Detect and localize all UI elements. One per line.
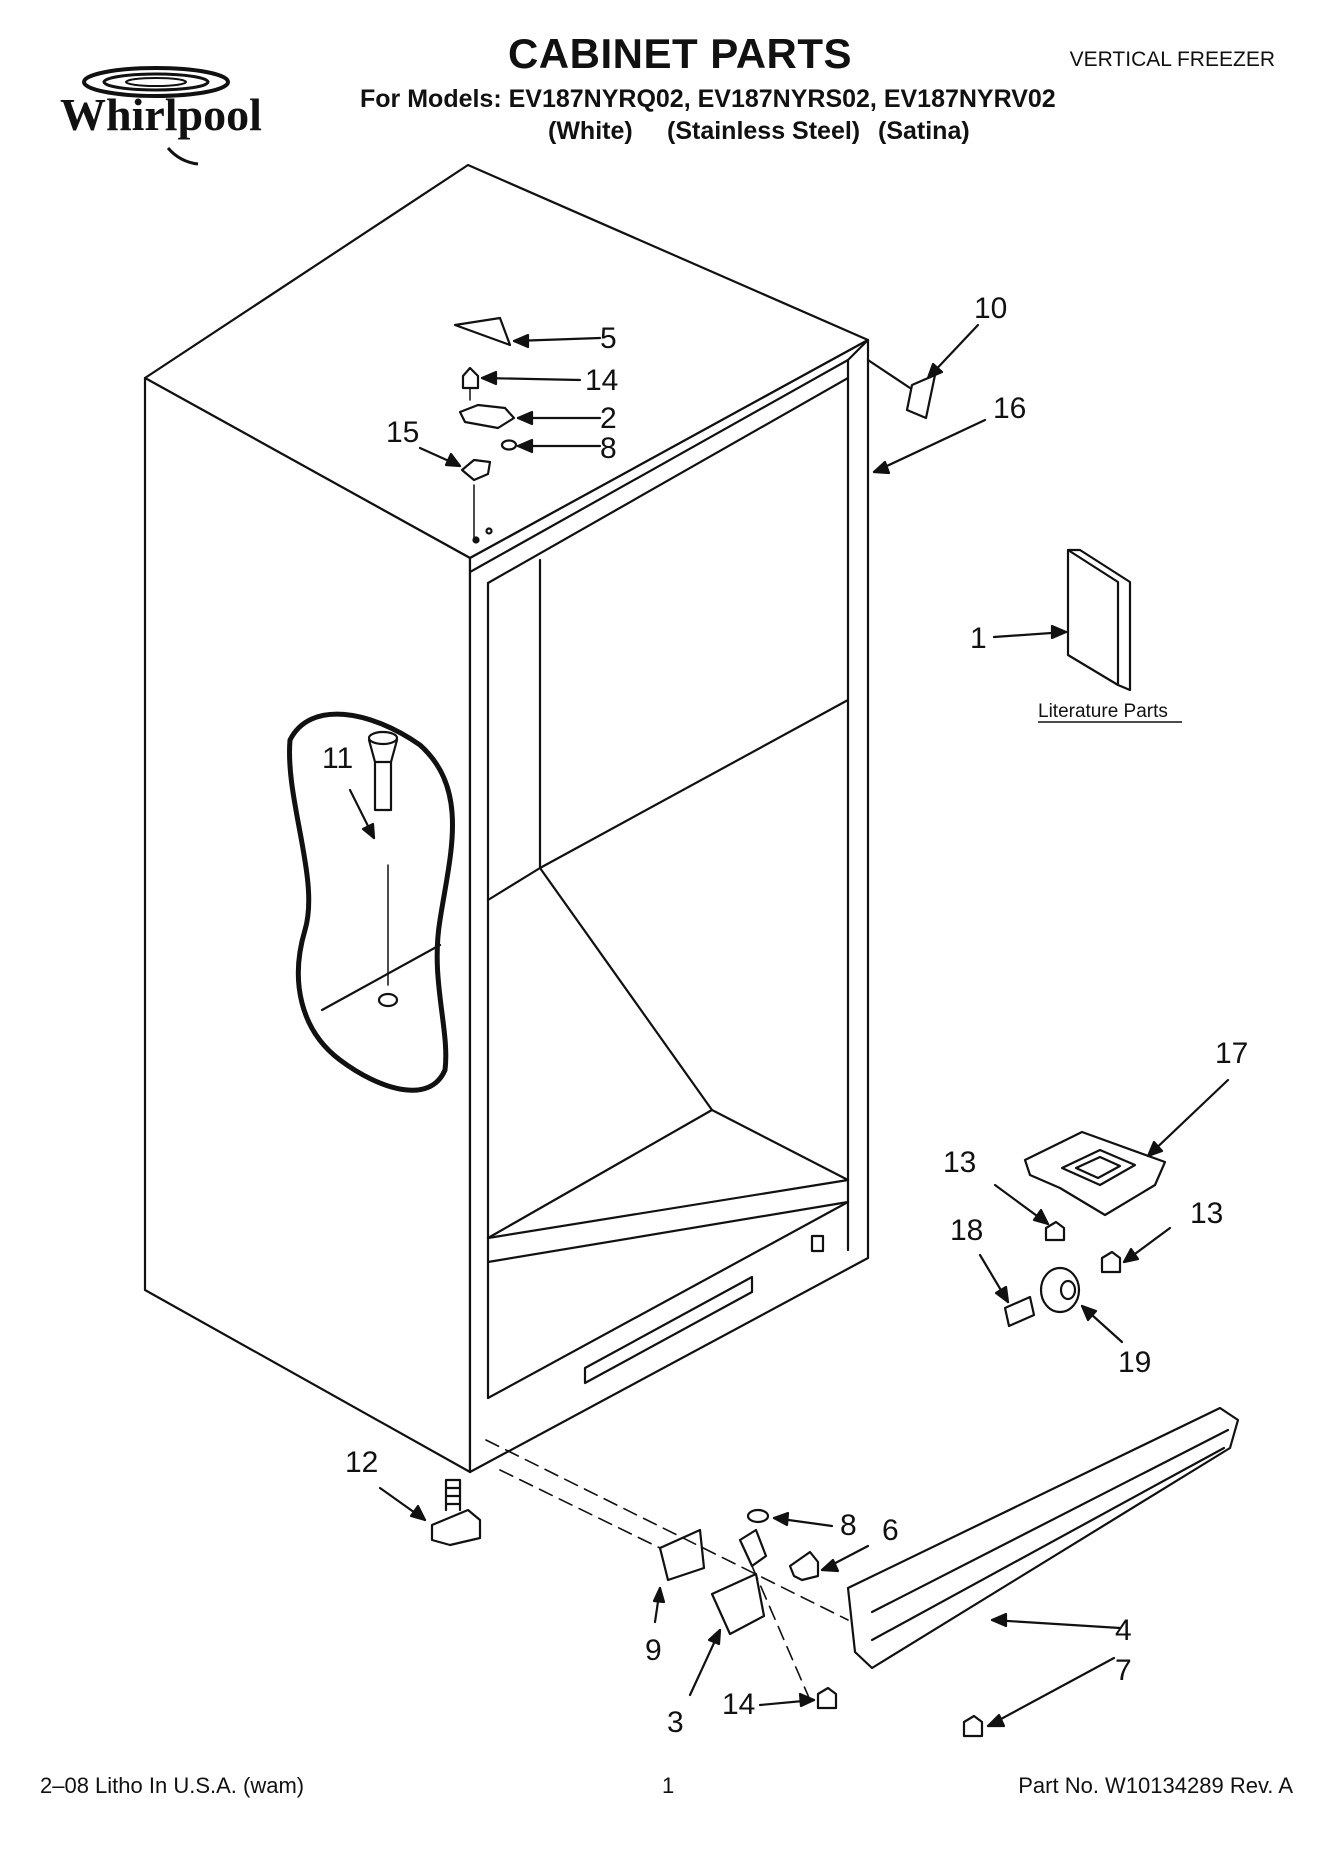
callout-9: 9 [645, 1634, 662, 1667]
callout-3: 3 [667, 1706, 684, 1739]
callout-5: 5 [600, 322, 617, 355]
variant-stainless: (Stainless Steel) [667, 117, 861, 145]
footer-page-number: 1 [662, 1773, 675, 1798]
callout-8-top: 8 [600, 432, 617, 465]
callout-8-bottom: 8 [840, 1509, 857, 1542]
callout-16: 16 [993, 392, 1026, 425]
part-16-leader [866, 358, 912, 390]
callout-14-bottom: 14 [722, 1688, 755, 1721]
callout-numbers: 5 14 2 8 15 10 16 1 11 12 17 13 13 18 19… [322, 292, 1248, 1739]
variant-satina: (Satina) [878, 117, 970, 145]
bottom-hinge-bracket [1023, 1130, 1167, 1274]
page-title: CABINET PARTS [507, 30, 853, 77]
callout-4: 4 [1115, 1614, 1132, 1647]
part-10-clip [905, 373, 937, 420]
models-line: For Models: EV187NYRQ02, EV187NYRS02, EV… [360, 85, 1056, 113]
footer-part-number: Part No. W10134289 Rev. A [1018, 1773, 1293, 1798]
literature-booklet [1066, 548, 1132, 692]
callout-13-left: 13 [943, 1146, 976, 1179]
callout-13-right: 13 [1190, 1197, 1223, 1230]
callout-18: 18 [950, 1214, 983, 1247]
callout-2: 2 [600, 402, 617, 435]
callout-14-top: 14 [585, 364, 618, 397]
callout-1: 1 [970, 622, 987, 655]
callout-6: 6 [882, 1514, 899, 1547]
top-hinge-parts [453, 316, 518, 541]
literature-parts-label: Literature Parts [1038, 701, 1168, 722]
leveling-leg [430, 1478, 482, 1547]
callout-12: 12 [345, 1446, 378, 1479]
bushing-parts [1003, 1266, 1081, 1328]
assembly-dashed-lines [485, 1439, 849, 1701]
leader-arrows [348, 323, 1230, 1728]
callout-17: 17 [1215, 1037, 1248, 1070]
cabinet-body [143, 163, 870, 1474]
callout-7: 7 [1115, 1654, 1132, 1687]
variant-white: (White) [548, 117, 633, 145]
callout-15: 15 [386, 416, 419, 449]
logo-wordmark: Whirlpool [60, 89, 262, 140]
whirlpool-logo-mark: Whirlpool [60, 66, 262, 166]
callout-10: 10 [974, 292, 1007, 325]
product-category: VERTICAL FREEZER [1069, 48, 1275, 71]
footer-litho: 2–08 Litho In U.S.A. (wam) [40, 1773, 305, 1798]
kickplate-grille [846, 1406, 1240, 1670]
whirlpool-logo: Whirlpool [48, 52, 278, 172]
callout-11: 11 [322, 742, 353, 775]
drain-cutaway [287, 711, 455, 1093]
callout-19: 19 [1118, 1346, 1151, 1379]
